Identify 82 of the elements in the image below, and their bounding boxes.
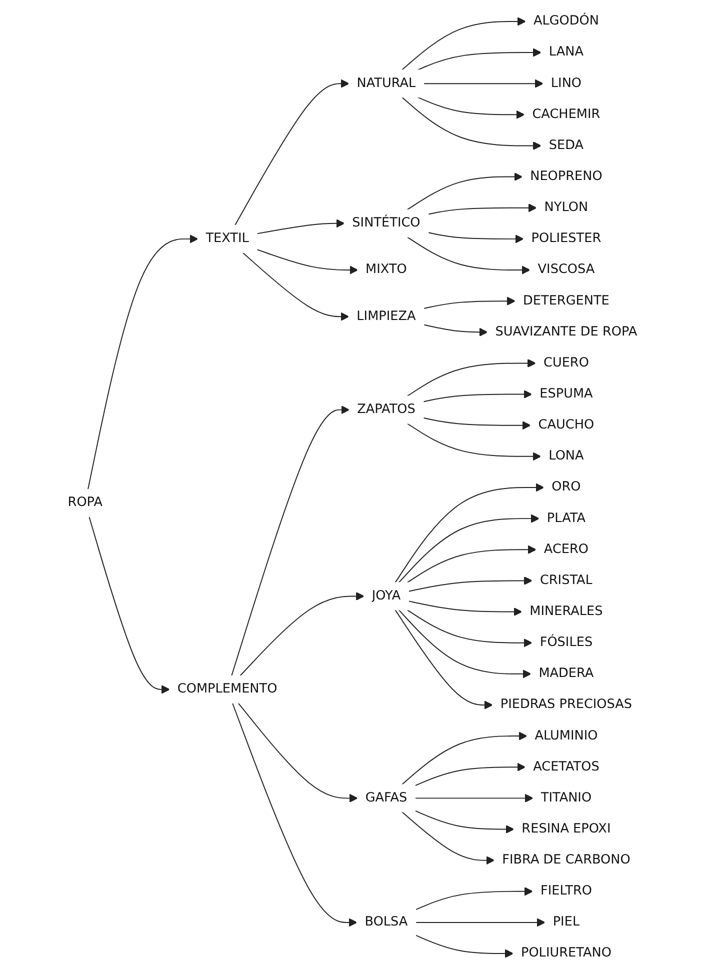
arrow — [414, 810, 514, 834]
node-text: GAFAS — [365, 790, 408, 806]
arrow — [242, 252, 350, 321]
node-text: CACHEMIR — [532, 107, 600, 122]
node-text: PIEL — [552, 914, 580, 930]
node-text: NEOPRENO — [530, 169, 602, 184]
arrow — [406, 358, 536, 397]
node-text: ALGODÓN — [533, 14, 599, 29]
node-text: LINO — [550, 76, 582, 91]
node-text: VISCOSA — [538, 262, 595, 278]
arrow — [428, 204, 537, 215]
arrow — [398, 514, 540, 584]
node-text: CAUCHO — [538, 418, 594, 433]
arrow — [394, 609, 493, 710]
arrow — [401, 17, 526, 71]
arrow — [422, 390, 532, 402]
arrow — [415, 887, 533, 910]
arrow — [256, 248, 358, 274]
node-text: PLATA — [546, 510, 586, 526]
node-text: DETERGENTE — [523, 293, 610, 308]
node-text: ACERO — [544, 542, 589, 557]
node-text: MADERA — [538, 666, 594, 682]
arrow — [415, 918, 546, 927]
node-text: ALUMINIO — [534, 728, 598, 744]
node-text: CUERO — [544, 356, 589, 370]
node-text: TEXTIL — [206, 231, 249, 246]
arrow — [428, 232, 524, 244]
arrow — [398, 609, 532, 678]
node-text: MINERALES — [530, 604, 603, 619]
arrow — [423, 296, 516, 309]
node-text: LIMPIEZA — [356, 308, 416, 324]
arrow — [401, 811, 495, 865]
arrow — [87, 234, 198, 490]
node-text: MIXTO — [366, 262, 407, 278]
node-text: RESINA EPOXI — [522, 822, 611, 836]
arrow — [408, 600, 522, 616]
arrow — [422, 417, 531, 430]
arrow — [406, 422, 542, 461]
node-text: ROPA — [68, 495, 102, 510]
node-text: NYLON — [544, 200, 588, 216]
arrow — [414, 794, 534, 803]
arrow — [234, 79, 350, 226]
node-text: NATURAL — [356, 76, 416, 91]
arrow — [394, 483, 544, 584]
node-text: TITANIO — [540, 790, 592, 806]
node-text: SEDA — [548, 138, 584, 153]
arrow — [406, 609, 532, 648]
arrow — [416, 96, 525, 119]
arrow — [240, 592, 364, 676]
node-text: PIEDRAS PRECIOSAS — [500, 697, 632, 712]
node-text: LONA — [548, 448, 584, 464]
arrow — [231, 405, 350, 676]
node-text: ZAPATOS — [357, 402, 416, 417]
arrow — [256, 219, 345, 234]
node-text: ESPUMA — [540, 386, 593, 402]
node-text: LANA — [548, 44, 584, 60]
node-text: FIBRA DE CARBONO — [502, 852, 630, 868]
arrow — [406, 172, 523, 210]
node-text: SUAVIZANTE DE ROPA — [495, 324, 638, 340]
arrow — [423, 79, 544, 88]
arrow — [416, 48, 542, 71]
arrow — [406, 236, 530, 274]
node-text: FÓSILES — [540, 635, 593, 650]
node-text: ACETATOS — [533, 759, 600, 774]
node-text: BOLSA — [364, 914, 408, 930]
arrow — [414, 762, 526, 786]
node-text: CRISTAL — [540, 573, 592, 588]
node-text: FIELTRO — [540, 884, 592, 899]
arrow — [401, 732, 528, 786]
node-text: COMPLEMENTO — [177, 682, 278, 697]
arrow — [415, 934, 514, 958]
arrow — [232, 702, 358, 927]
arrow — [406, 545, 536, 584]
node-text: POLIURETANO — [521, 946, 612, 961]
arrow — [401, 96, 542, 150]
arrow — [423, 324, 488, 336]
arrow — [238, 702, 358, 803]
node-text: POLIESTER — [531, 231, 602, 246]
node-text: ORO — [552, 480, 581, 495]
node-text: SINTÉTICO — [352, 216, 420, 231]
arrow — [408, 576, 532, 592]
arrow — [88, 516, 170, 694]
